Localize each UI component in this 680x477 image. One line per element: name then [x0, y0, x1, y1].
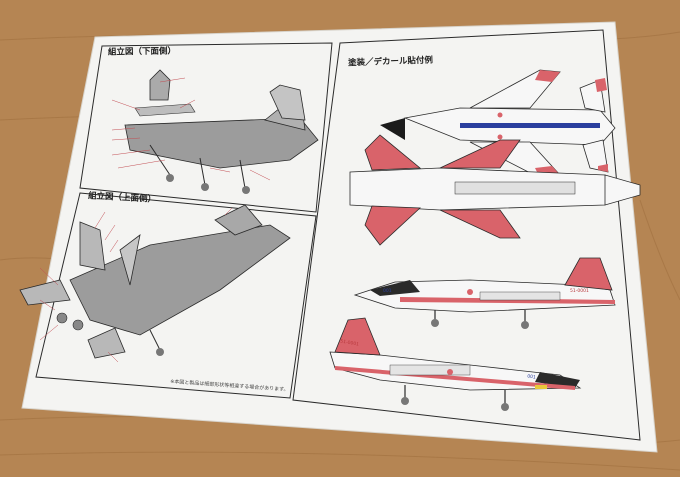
- panel-borders: [35, 29, 641, 441]
- aircraft-code-jet-1: 51-0001: [570, 289, 589, 294]
- panel-title-assembly-bottom: 組立図（下面側）: [107, 46, 177, 58]
- livery-top-view-jet: [380, 69, 616, 179]
- livery-side-view-jet-2: [329, 317, 582, 411]
- livery-bottom-view-jet: [349, 134, 641, 246]
- panel-assembly-bottom: [79, 42, 333, 213]
- assembly-top-airframe: [19, 204, 291, 359]
- assembly-bottom-airframe: [124, 69, 319, 194]
- assembly-top-callouts: [39, 207, 233, 363]
- panel-painting-decal: [292, 29, 641, 441]
- nose-number-jet-1: 001: [383, 289, 392, 294]
- panel-assembly-top: [35, 192, 317, 399]
- assembly-bottom-callouts: [111, 77, 271, 181]
- livery-side-view-jet-1: [353, 257, 616, 329]
